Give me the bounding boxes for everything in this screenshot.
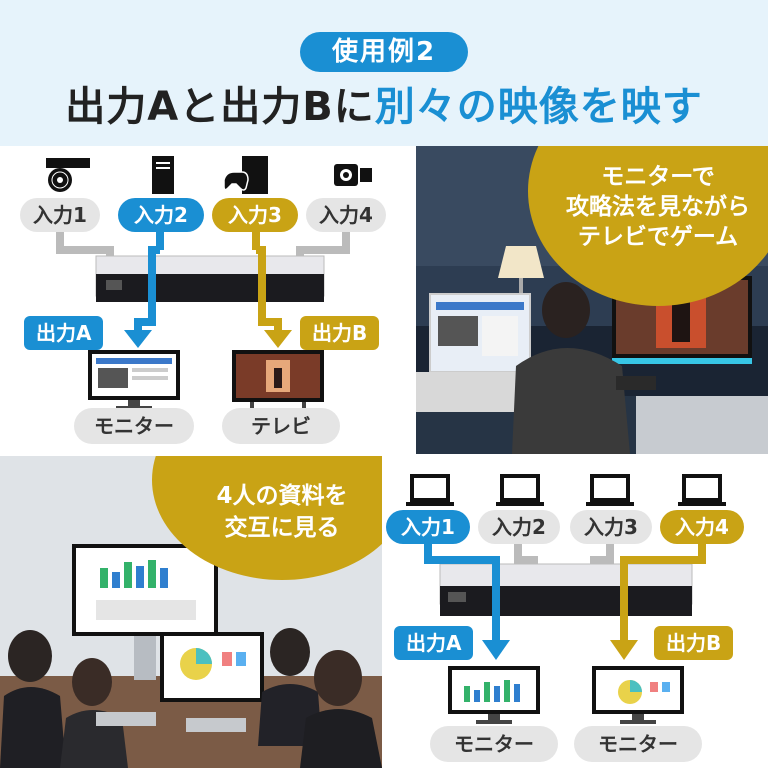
headline: 出力Aと出力Bに別々の映像を映す xyxy=(0,80,768,134)
input-3-pill: 入力3 xyxy=(212,198,298,232)
display-b-label: テレビ xyxy=(222,408,340,444)
panel-photo-meeting: 4人の資料を 交互に見る xyxy=(0,456,382,768)
pc-tower-icon xyxy=(152,156,174,194)
display-a-label: モニター xyxy=(430,726,558,762)
output-a-tag: 出力A xyxy=(394,626,474,660)
output-b-tag: 出力B xyxy=(300,316,380,350)
dvd-player-icon xyxy=(46,158,90,192)
callout-meeting-line2: 交互に見る xyxy=(224,515,340,541)
header-band: 使用例2 出力Aと出力Bに別々の映像を映す xyxy=(0,0,768,146)
game-console-icon xyxy=(223,156,268,194)
input-2-pill: 入力2 xyxy=(478,510,560,544)
output-a-tag: 出力A xyxy=(24,316,104,350)
video-camera-icon xyxy=(334,164,372,186)
input-4-pill: 入力4 xyxy=(660,510,744,544)
callout-gaming-line2: 攻略法を見ながら xyxy=(566,194,750,220)
switcher-diagram xyxy=(56,232,350,348)
input-3-pill: 入力3 xyxy=(570,510,652,544)
panel-diagram-two-monitors: 入力1 入力2 入力3 入力4 出力A 出力B モニター モニター xyxy=(384,456,768,768)
display-b-label: モニター xyxy=(574,726,702,762)
laptop-1-icon xyxy=(406,474,454,506)
callout-gaming-line1: モニターで xyxy=(601,164,715,190)
panel-diagram-monitor-tv: 入力1 入力2 入力3 入力4 出力A 出力B モニター テレビ xyxy=(0,146,414,454)
laptop-3-icon xyxy=(586,474,634,506)
laptop-2-icon xyxy=(496,474,544,506)
output-b-tag: 出力B xyxy=(654,626,734,660)
tv-illustration xyxy=(232,350,324,410)
laptop-4-icon xyxy=(678,474,726,506)
monitor-a-illustration xyxy=(448,666,540,724)
display-a-label: モニター xyxy=(74,408,194,444)
input-2-pill: 入力2 xyxy=(118,198,204,232)
usage-example-badge: 使用例2 xyxy=(300,32,468,72)
input-1-pill: 入力1 xyxy=(386,510,470,544)
monitor-illustration xyxy=(88,350,180,410)
callout-gaming-line3: テレビでゲーム xyxy=(577,224,739,250)
callout-meeting-line1: 4人の資料を xyxy=(216,483,348,509)
input-1-pill: 入力1 xyxy=(20,198,100,232)
headline-part1: 出力Aと出力Bに xyxy=(65,84,375,130)
input-4-pill: 入力4 xyxy=(306,198,386,232)
headline-part2: 別々の映像を映す xyxy=(374,84,703,130)
monitor-b-illustration xyxy=(592,666,684,724)
panel-photo-gaming: モニターで 攻略法を見ながら テレビでゲーム xyxy=(416,146,768,454)
switcher-diagram xyxy=(424,544,706,660)
